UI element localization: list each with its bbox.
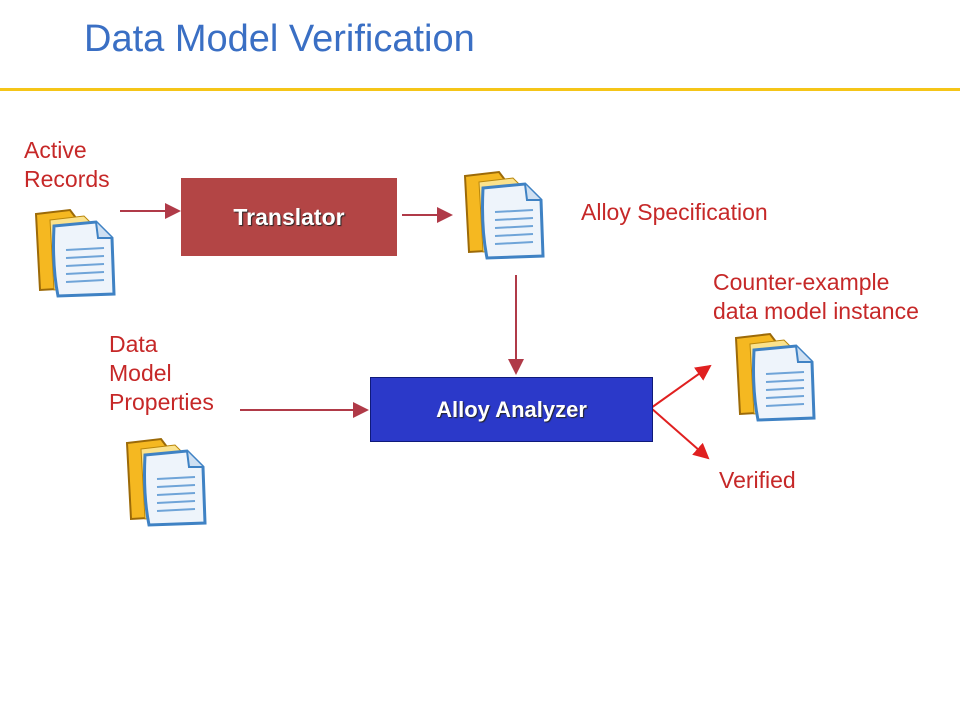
document-icon-active-records — [34, 208, 116, 298]
label-counter-example: Counter-example data model instance — [713, 269, 919, 324]
document-icon-alloy-spec — [463, 170, 545, 260]
title-underline — [0, 88, 960, 91]
label-verified: Verified — [719, 467, 796, 493]
label-active-records: Active Records — [24, 137, 110, 192]
translator-box: Translator — [181, 178, 397, 256]
alloy-analyzer-box: Alloy Analyzer — [370, 377, 653, 442]
label-data-model-properties: Data Model Properties — [109, 331, 214, 415]
slide-title: Data Model Verification — [84, 18, 475, 60]
label-alloy-specification: Alloy Specification — [581, 199, 768, 225]
document-icon-data-model-properties — [125, 437, 207, 527]
arrow-analyzer-to-verified — [650, 407, 710, 460]
arrow-analyzer-to-counter-example — [650, 364, 712, 409]
document-icon-counter-example — [734, 332, 816, 422]
